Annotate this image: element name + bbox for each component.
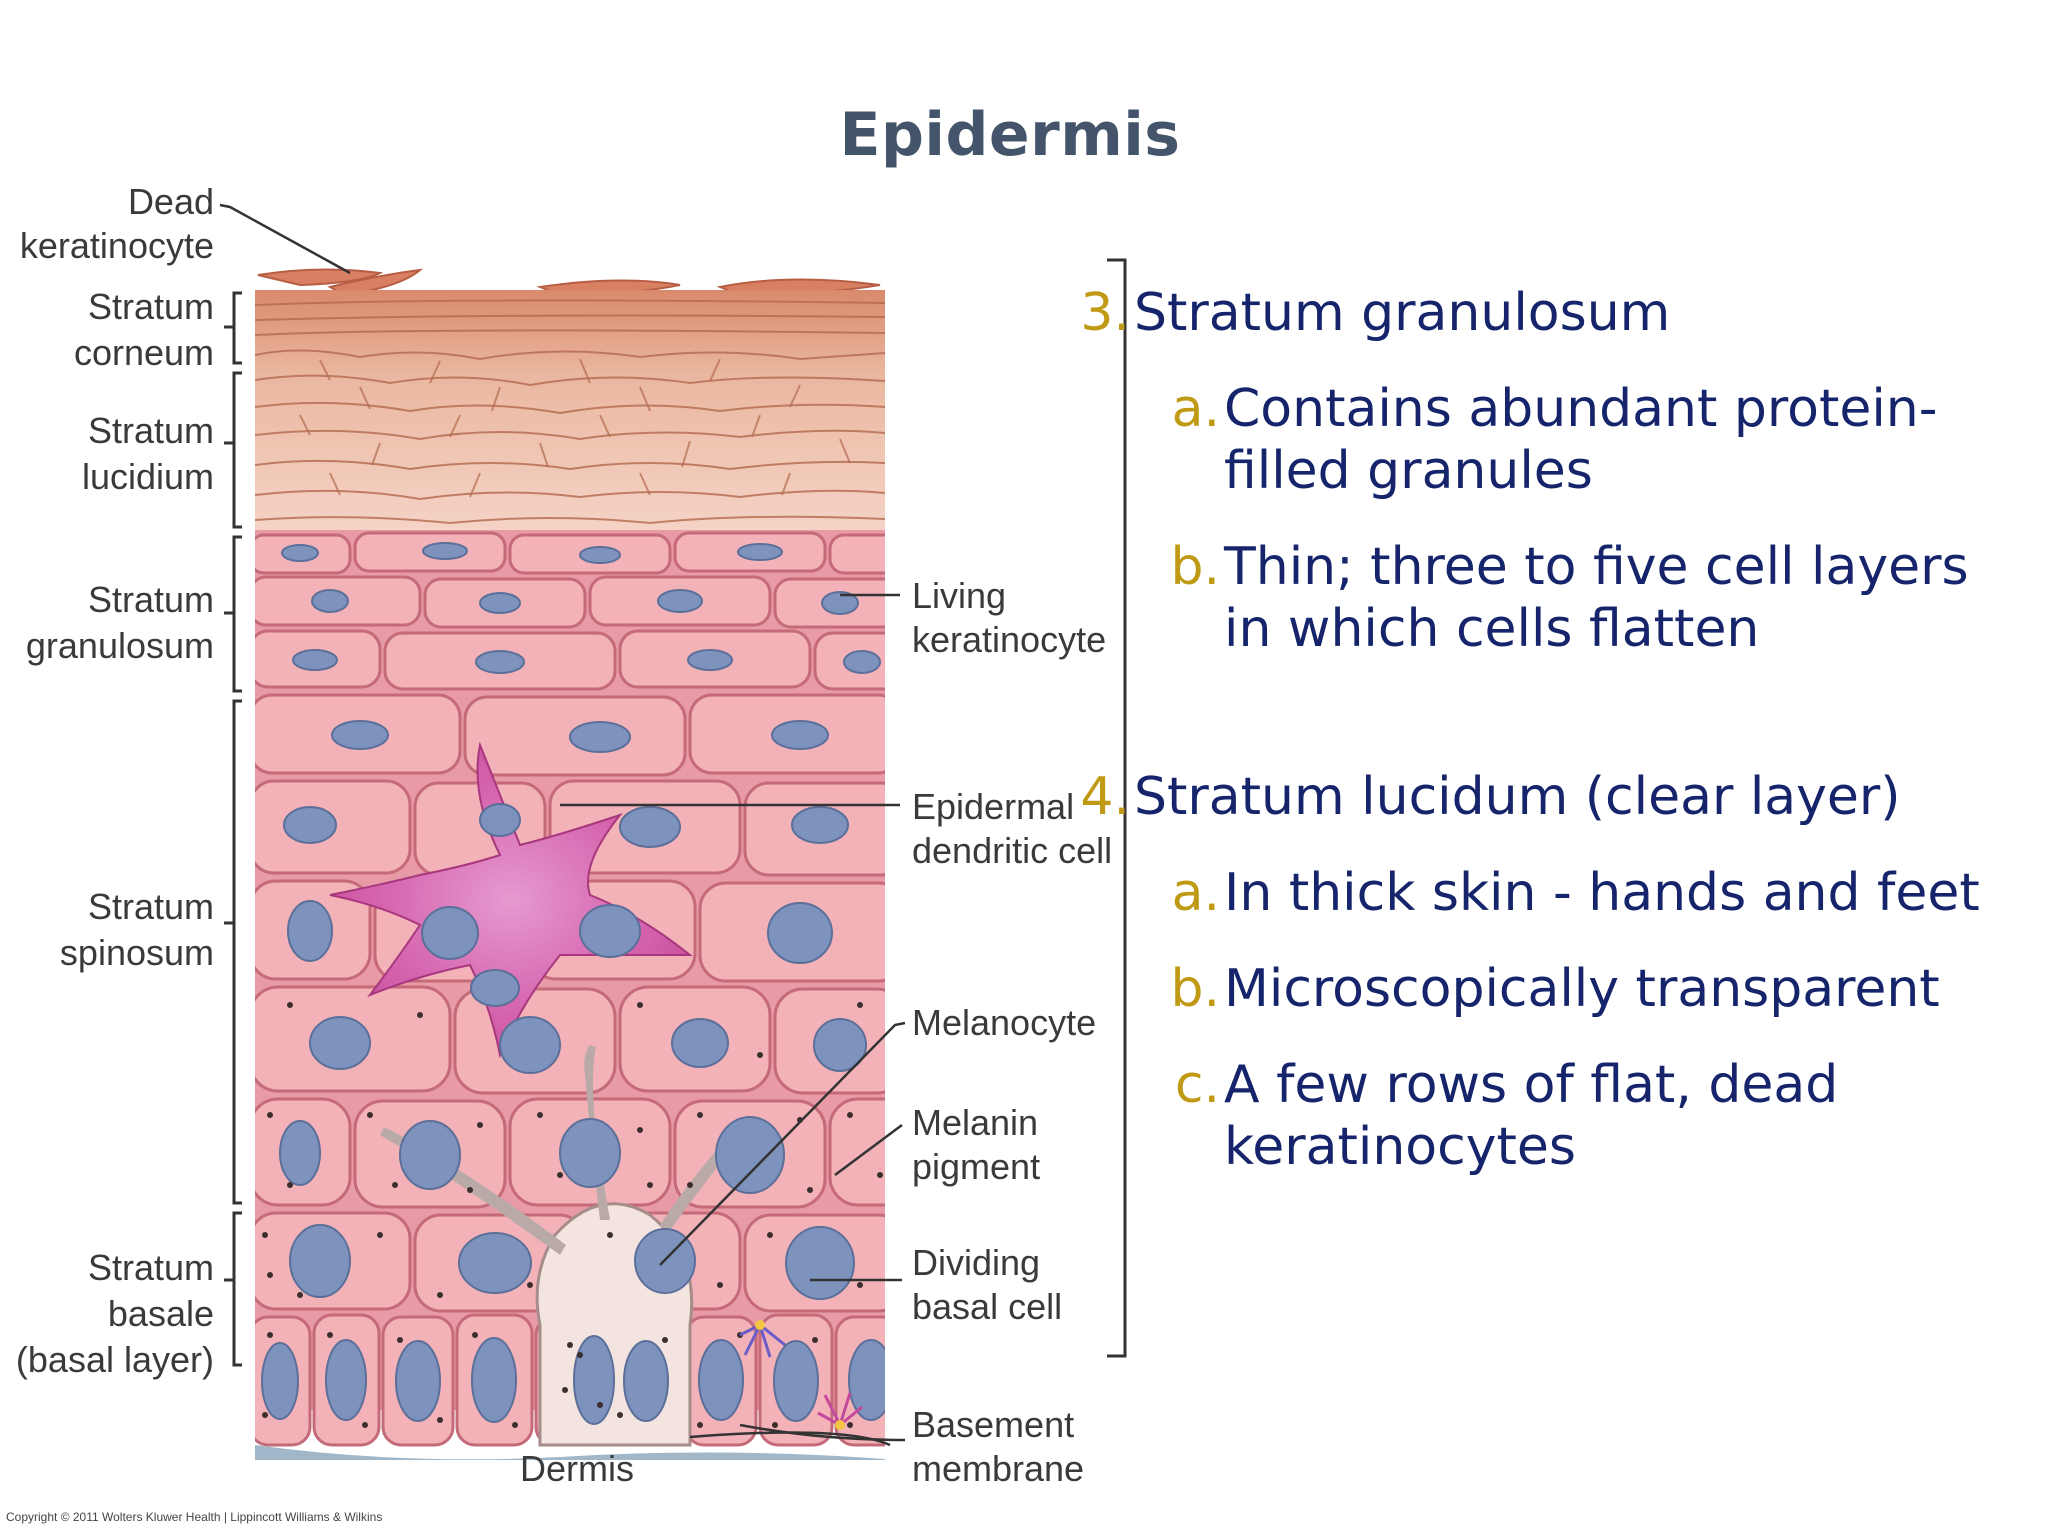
outline-point: b. Thin; three to five cell layers in wh…	[1165, 536, 2020, 660]
section-heading: Stratum lucidum (clear layer)	[1134, 767, 1901, 827]
point-text: Microscopically transparent	[1224, 959, 1940, 1019]
stratum-corneum-region	[255, 290, 885, 530]
point-text: In thick skin - hands and feet	[1224, 863, 1980, 923]
point-letter: c.	[1174, 1055, 1220, 1115]
outline-point: b. Microscopically transparent	[1165, 958, 2020, 1020]
section-number: 4.	[1080, 767, 1130, 827]
copyright-notice: Copyright © 2011 Wolters Kluwer Health |…	[6, 1510, 382, 1524]
label-dermis: Dermis	[520, 1448, 634, 1489]
melanin-granules	[262, 1002, 883, 1428]
section-heading: Stratum granulosum	[1134, 283, 1671, 343]
point-text: Contains abundant protein-filled granule…	[1224, 379, 1938, 501]
point-letter: b.	[1170, 959, 1220, 1019]
point-letter: b.	[1170, 537, 1220, 597]
label-melanocyte: Melanocyte	[912, 1002, 1096, 1043]
point-letter: a.	[1171, 379, 1220, 439]
dendritic-cell	[329, 741, 693, 1059]
outline-bracket	[1107, 258, 1127, 1358]
point-letter: a.	[1171, 863, 1220, 923]
outline-list: 3. Stratum granulosum a. Contains abunda…	[1060, 282, 2020, 1178]
outline-section-4: 4. Stratum lucidum (clear layer)	[1060, 766, 2020, 828]
left-layer-brackets	[224, 291, 242, 1367]
nuclei	[261, 542, 885, 1425]
outline-point: a. In thick skin - hands and feet	[1165, 862, 2020, 924]
outline-point: c. A few rows of flat, dead keratinocyte…	[1165, 1054, 2020, 1178]
spacer	[1060, 660, 2020, 766]
basement-membrane	[255, 1445, 885, 1460]
leader-lines	[219, 203, 906, 1447]
section-number: 3.	[1080, 283, 1130, 343]
point-text: Thin; three to five cell layers in which…	[1224, 537, 1969, 659]
slide-title: Epidermis	[839, 100, 1181, 170]
outline-section-3: 3. Stratum granulosum	[1060, 282, 2020, 344]
point-text: A few rows of flat, dead keratinocytes	[1224, 1055, 1839, 1177]
mitotic-spindle	[739, 1320, 863, 1430]
outline-point: a. Contains abundant protein-filled gran…	[1165, 378, 2020, 502]
